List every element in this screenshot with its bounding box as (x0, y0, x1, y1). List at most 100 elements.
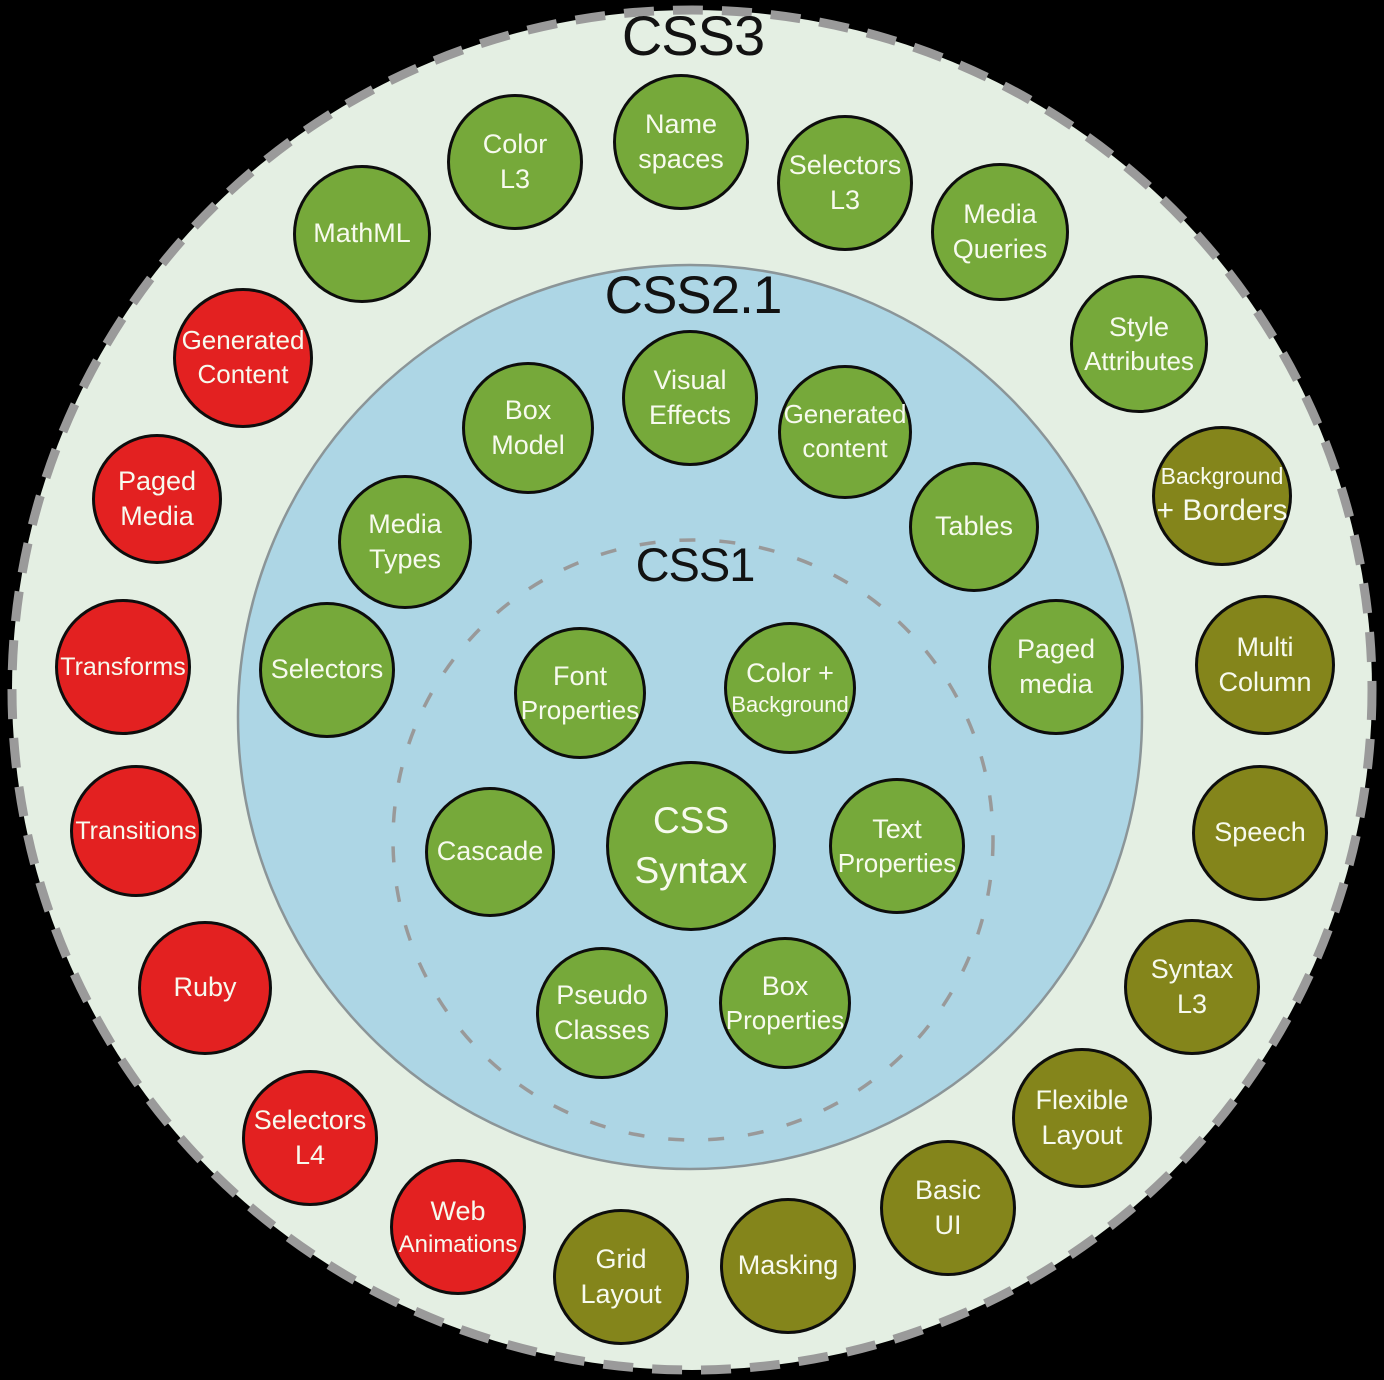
bubble-label-line: Background (731, 692, 849, 718)
bubble-label-line: Content (197, 359, 289, 389)
bubble-tables: Tables (909, 462, 1039, 592)
bubble-label-line: Selectors (788, 149, 902, 180)
bubble-background-borders: Background + Borders (1152, 426, 1292, 566)
bubble-label-line: Ruby (173, 972, 237, 1003)
bubble-label-line: Transforms (60, 652, 186, 681)
bubble-label-line: Web (430, 1195, 486, 1226)
bubble-label-line: Layout (580, 1279, 662, 1309)
bubble-label-line: Paged (117, 465, 197, 496)
bubble-label-line: Selectors (270, 654, 384, 685)
bubble-transitions: Transitions (70, 765, 202, 897)
bubble-label-line: media (1019, 669, 1093, 699)
bubble-transforms: Transforms (55, 599, 191, 735)
bubble-label-line: Selectors (253, 1104, 367, 1135)
bubble-label-line: MathML (313, 218, 411, 249)
bubble-label-line: Media (120, 501, 194, 531)
bubble-label-line: Classes (553, 1015, 651, 1045)
bubble-label-line: Attributes (1084, 345, 1194, 376)
bubble-label-line: Layout (1041, 1120, 1123, 1150)
bubble-label-line: Column (1218, 667, 1312, 697)
bubble-label-line: Generated (181, 325, 305, 356)
bubble-label-line: Tables (934, 511, 1014, 542)
bubble-label-line: Media (963, 198, 1037, 229)
bubble-speech: Speech (1192, 765, 1328, 901)
bubble-mathml: MathML (293, 165, 431, 303)
bubble-masking: Masking (720, 1198, 856, 1334)
bubble-label-line: Pseudo (556, 979, 648, 1010)
bubble-label-line: L3 (829, 185, 861, 215)
bubble-label-line: UI (934, 1210, 962, 1240)
bubble-label-line: L3 (1176, 989, 1208, 1019)
bubble-label-line: CSS (652, 800, 730, 842)
bubble-label-line: Multi (1236, 631, 1294, 662)
bubble-label-line: Types (368, 544, 442, 574)
bubble-label-line: Grid (595, 1243, 647, 1274)
bubble-label-line: Effects (648, 400, 732, 430)
bubble-ruby: Ruby (138, 921, 272, 1055)
bubble-label-line: Color + (746, 658, 834, 689)
bubble-label-line: Box (504, 394, 552, 425)
bubble-label-line: Font (552, 660, 608, 691)
bubble-label-line: Media (368, 508, 442, 539)
bubble-label-line: Flexible (1035, 1084, 1129, 1115)
bubble-label-line: Transitions (75, 816, 197, 845)
bubble-label-line: Background (1160, 462, 1284, 489)
css21-ring-title: CSS2.1 (604, 266, 783, 325)
bubble-label-line: Properties (725, 1004, 845, 1035)
bubble-label-line: L3 (499, 164, 531, 194)
bubble-label-line: Box (761, 970, 809, 1001)
bubble-label-line: Properties (837, 847, 957, 878)
bubble-label-line: Syntax (1150, 953, 1234, 984)
bubble-label-line: Model (491, 430, 565, 460)
bubble-label-line: Text (872, 813, 922, 844)
bubble-label-line: Speech (1214, 817, 1306, 848)
bubble-label-line: Name (644, 108, 718, 139)
bubble-label-line: Queries (952, 234, 1048, 264)
bubble-label-line: Basic (914, 1174, 982, 1205)
css21-ring-circle (236, 263, 1144, 1171)
bubble-cascade: Cascade (425, 787, 555, 917)
bubble-label-line: Generated (783, 399, 907, 430)
bubble-label-line: Animations (398, 1230, 518, 1258)
bubble-label-line: content (802, 433, 888, 463)
bubble-selectors-21: Selectors (259, 602, 395, 738)
bubble-label-line: + Borders (1156, 494, 1288, 528)
bubble-label-line: Cascade (436, 836, 544, 867)
css1-ring-title: CSS1 (635, 538, 756, 591)
bubble-label-line: Style (1108, 311, 1170, 342)
bubble-label-line: Masking (737, 1250, 839, 1281)
bubble-label-line: L4 (294, 1140, 326, 1170)
bubble-label-line: Visual (653, 364, 727, 395)
css3-ring-title: CSS3 (621, 4, 765, 67)
bubble-label-line: Paged (1016, 633, 1096, 664)
css1-ring-circle (391, 538, 995, 1142)
bubble-label-line: Color (482, 128, 548, 159)
bubble-paged-media-21: Paged media (988, 599, 1124, 735)
bubble-label-line: Properties (520, 694, 640, 725)
